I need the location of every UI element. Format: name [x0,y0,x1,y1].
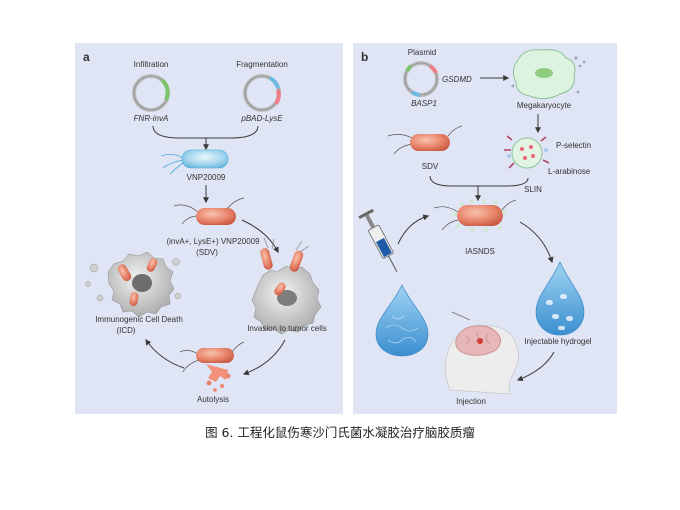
infiltration-plasmid-name: FNR-invA [134,114,169,123]
panel-b-letter: b [361,50,368,64]
merge-arrow [152,125,259,139]
vnp20009-label: VNP20009 [187,173,226,182]
gsdmd-basp1-plasmid-icon [403,61,439,97]
sdv-bacterium-icon [173,197,245,225]
iasnds-label: IASNDS [465,247,495,256]
fragmentation-plasmid-name: pBAD-LysE [240,114,283,123]
infiltration-plasmid-icon [132,74,170,112]
autolysis-label: Autolysis [197,395,229,404]
icd-label-line1: Immunogenic Cell Death [95,315,183,324]
vnp20009-bacterium-icon [160,149,229,175]
slin-particle-icon [504,135,550,169]
hydrogel-droplet-icon [535,261,585,336]
l-arabinose-label: L-arabinose [548,167,591,176]
invasion-tumor-cell-icon [251,237,322,335]
syringe-icon [358,208,398,273]
arrow-to-hydrogel [519,221,554,264]
p-selectin-label: P-selectin [556,141,591,150]
plasmid-label: Plasmid [408,48,436,57]
infiltration-label: Infiltration [134,60,169,69]
merge-arrow-b [429,175,529,187]
injection-label: Injection [456,397,486,406]
blue-droplet-icon [375,284,429,357]
iasnds-bacterium-icon [433,199,517,232]
hydrogel-label: Injectable hydrogel [524,337,591,346]
arrow-to-invasion [241,219,279,254]
arrow-syringe-to-iasnds [397,214,430,245]
fragmentation-plasmid-icon [243,74,281,112]
figure-caption: 图 6. 工程化鼠伤寒沙门氏菌水凝胶治疗脑胶质瘤 [205,425,475,440]
sdv-label-line1: (invA+, LysE+) VNP20009 [166,237,260,246]
gsdmd-label: GSDMD [442,75,472,84]
basp1-label: BASP1 [411,99,437,108]
panel-a-letter: a [83,50,90,64]
arrow-to-icd [145,339,185,369]
arrow-to-autolysis [242,339,286,376]
megakaryocyte-icon [511,49,586,99]
sdv-bacterium-icon-b [387,125,463,155]
megakaryocyte-label: Megakaryocyte [517,101,572,110]
icd-label-line2: (ICD) [116,326,135,335]
arrow-to-injection [516,351,555,382]
fragmentation-label: Fragmentation [236,60,288,69]
autolysis-bacterium-icon [179,341,245,392]
icd-dying-cell-icon [85,251,182,318]
slin-label: SLIN [524,185,542,194]
invasion-label: Invasion to tumor cells [247,324,327,333]
head-brain-icon [445,311,519,395]
sdv-label-line2: (SDV) [196,248,218,257]
sdv-label-b: SDV [422,162,439,171]
